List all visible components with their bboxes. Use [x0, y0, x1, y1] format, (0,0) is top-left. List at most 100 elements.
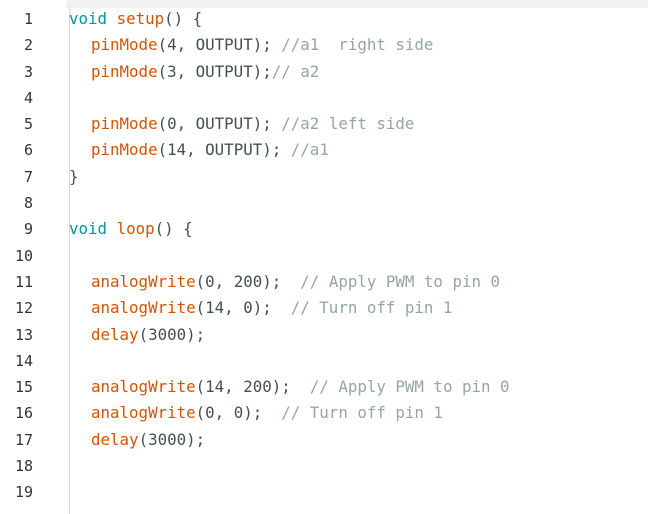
punctuation: ); — [271, 377, 310, 397]
code-line-12[interactable]: analogWrite(14, 0); // Turn off pin 1 — [69, 295, 648, 321]
function-name: setup — [116, 9, 165, 28]
code-line-5[interactable]: pinMode(0, OUTPUT); //a2 left side — [69, 111, 648, 137]
argument: 14 — [205, 298, 225, 318]
punctuation: ( — [138, 324, 149, 344]
punctuation: ( — [195, 377, 206, 397]
line-number-10: 10 — [14, 246, 33, 265]
code-line-19[interactable] — [69, 479, 648, 505]
line-number-15: 15 — [14, 378, 33, 397]
line-number-2: 2 — [23, 36, 33, 55]
indent-guide — [69, 6, 70, 514]
punctuation: ( — [157, 114, 168, 134]
punctuation: , — [176, 114, 196, 134]
comment: //a2 left side — [281, 114, 415, 134]
comment: // Apply PWM to pin 0 — [300, 271, 501, 291]
function-name: analogWrite — [91, 377, 196, 397]
punctuation: ( — [195, 403, 206, 423]
comment: // Turn off pin 1 — [281, 403, 443, 423]
line-number-9: 9 — [23, 220, 33, 239]
constant: OUTPUT — [195, 61, 253, 81]
punctuation: ( — [195, 271, 206, 291]
punctuation: , — [214, 271, 234, 291]
code-line-16[interactable]: analogWrite(0, 0); // Turn off pin 1 — [69, 400, 648, 426]
argument: 4 — [167, 35, 177, 55]
code-line-3[interactable]: pinMode(3, OUTPUT);// a2 — [69, 59, 648, 85]
code-line-2[interactable]: pinMode(4, OUTPUT); //a1 right side — [69, 32, 648, 58]
argument: 3000 — [148, 429, 187, 449]
punctuation: , — [176, 35, 196, 55]
punctuation: ); — [186, 324, 206, 344]
function-name: pinMode — [91, 61, 158, 81]
argument: 0 — [167, 114, 177, 134]
punctuation: ); — [186, 429, 206, 449]
punctuation: ( — [157, 140, 168, 160]
keyword: void — [69, 219, 108, 239]
code-line-6[interactable]: pinMode(14, OUTPUT); //a1 — [69, 137, 648, 163]
function-name: delay — [91, 429, 139, 449]
closing-brace: } — [69, 166, 79, 186]
code-line-13[interactable]: delay(3000); — [69, 322, 648, 348]
argument: 0 — [205, 403, 215, 423]
punctuation: () { — [164, 9, 203, 28]
code-line-11[interactable]: analogWrite(0, 200); // Apply PWM to pin… — [69, 269, 648, 295]
comment: //a1 right side — [281, 35, 434, 55]
argument: 0 — [243, 298, 253, 318]
code-line-10[interactable] — [69, 243, 648, 269]
code-line-14[interactable] — [69, 348, 648, 374]
code-line-17[interactable]: delay(3000); — [69, 427, 648, 453]
line-number-17: 17 — [14, 430, 33, 449]
keyword: void — [69, 9, 108, 28]
space — [107, 219, 117, 238]
punctuation: ( — [138, 429, 149, 449]
function-name: delay — [91, 324, 139, 344]
punctuation: ); — [252, 61, 272, 81]
code-line-1[interactable]: void setup() { — [69, 6, 648, 32]
constant: OUTPUT — [195, 114, 253, 134]
comment: // Turn off pin 1 — [290, 298, 453, 318]
code-area[interactable]: void setup() { pinMode(4, OUTPUT); //a1 … — [69, 6, 648, 506]
line-number-18: 18 — [14, 457, 33, 476]
code-line-9[interactable]: void loop() { — [69, 216, 648, 242]
code-line-7[interactable]: } — [69, 164, 648, 190]
function-name: analogWrite — [91, 403, 196, 423]
line-number-14: 14 — [14, 351, 33, 370]
line-number-5: 5 — [23, 115, 33, 134]
constant: OUTPUT — [195, 35, 253, 55]
punctuation: ( — [157, 35, 168, 55]
line-number-gutter: 1 2 3 4 5 6 7 8 9 10 11 12 13 14 15 16 1… — [0, 6, 40, 506]
argument: 3 — [167, 61, 177, 81]
argument: 0 — [205, 271, 215, 291]
code-line-18[interactable] — [69, 453, 648, 479]
constant: OUTPUT — [205, 140, 263, 160]
code-line-4[interactable] — [69, 85, 648, 111]
code-line-8[interactable] — [69, 190, 648, 216]
punctuation: ( — [195, 298, 206, 318]
comment: //a1 — [290, 140, 329, 160]
argument: 3000 — [148, 324, 187, 344]
line-number-3: 3 — [23, 62, 33, 81]
line-number-19: 19 — [14, 483, 33, 502]
punctuation: , — [176, 61, 196, 81]
function-name: analogWrite — [91, 271, 196, 291]
function-name: pinMode — [91, 140, 158, 160]
comment: // Apply PWM to pin 0 — [309, 377, 510, 397]
function-name: loop — [116, 219, 155, 239]
code-line-15[interactable]: analogWrite(14, 200); // Apply PWM to pi… — [69, 374, 648, 400]
line-number-1: 1 — [23, 10, 33, 28]
argument: 14 — [205, 377, 225, 397]
argument: 14 — [167, 140, 187, 160]
line-number-13: 13 — [14, 325, 33, 344]
punctuation: () { — [154, 219, 193, 239]
line-number-8: 8 — [23, 194, 33, 213]
argument: 0 — [233, 403, 244, 423]
comment: // a2 — [271, 61, 320, 81]
line-number-4: 4 — [23, 88, 33, 107]
punctuation: , — [186, 140, 206, 160]
function-name: pinMode — [91, 35, 158, 55]
argument: 200 — [233, 271, 263, 291]
function-name: analogWrite — [91, 298, 196, 318]
line-number-7: 7 — [23, 167, 33, 186]
editor-top-strip — [66, 0, 648, 8]
function-name: pinMode — [91, 114, 158, 134]
